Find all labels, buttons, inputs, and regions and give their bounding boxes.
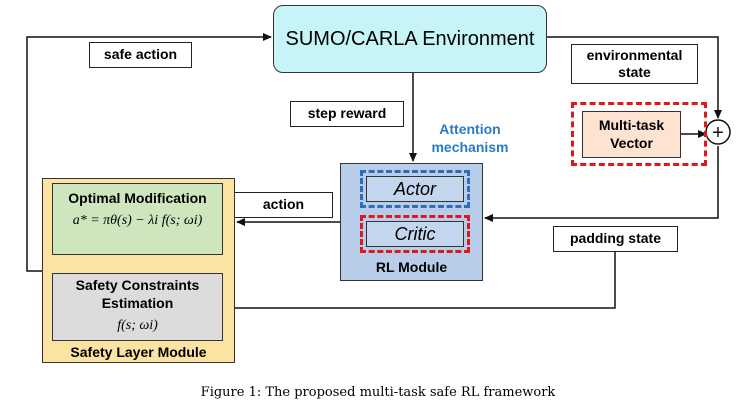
safety-constraints-equation: f(s; ωi) (117, 318, 158, 333)
critic-highlight (360, 215, 470, 253)
rl-module-title: RL Module (375, 259, 448, 275)
optimal-modification-box (52, 183, 223, 255)
state-to-critic-arrow (484, 146, 719, 222)
plus-symbol: + (712, 122, 724, 144)
safe-action-label: safe action (89, 42, 192, 68)
actor-highlight (360, 170, 470, 208)
action-label: action (234, 192, 333, 218)
safety-constraints-box (52, 273, 223, 341)
safety-layer-title: Safety Layer Module (70, 344, 207, 360)
actor-box: Actor (366, 176, 464, 202)
step-reward-label: step reward (290, 101, 404, 127)
environmental-state-label: environmental state (571, 44, 698, 84)
safety-constraints-title: Safety Constraints Estimation (75, 277, 200, 312)
multitask-vector-highlight (571, 102, 707, 166)
figure-caption: Figure 1: The proposed multi-task safe R… (200, 385, 556, 400)
optimal-modification-title: Optimal Modification (68, 190, 207, 206)
optimal-modification-equation: a* = πθ(s) − λi f(s; ωi) (72, 213, 203, 228)
padding-state-arrow (224, 252, 616, 312)
critic-box: Critic (366, 221, 464, 247)
padding-state-label: padding state (553, 226, 678, 252)
attention-mechanism-label: Attention mechanism (431, 121, 509, 156)
environment-box: SUMO/CARLA Environment (273, 5, 547, 73)
environmental-state-arrow (547, 36, 722, 119)
environment-title: SUMO/CARLA Environment (285, 27, 535, 50)
safe-action-arrow (26, 33, 272, 272)
multitask-vector-box: Multi-task Vector (582, 111, 681, 158)
